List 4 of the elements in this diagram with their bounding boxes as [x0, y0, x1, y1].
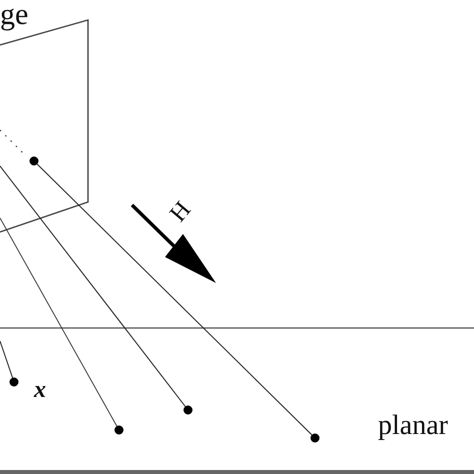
part-label: ge: [0, 0, 28, 30]
field-label: H: [166, 198, 196, 226]
plane-label: planar: [378, 412, 448, 440]
axis-label: x: [34, 378, 46, 402]
